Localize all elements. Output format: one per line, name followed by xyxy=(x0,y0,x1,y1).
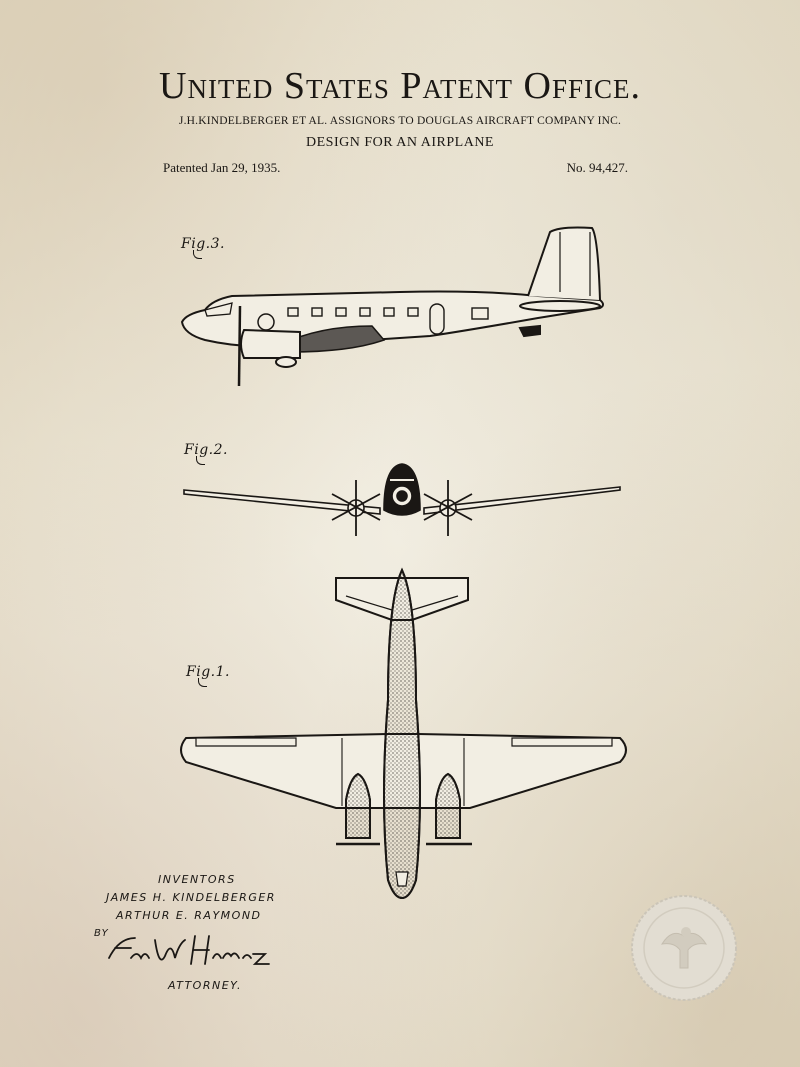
patent-office-title: United States Patent Office. xyxy=(159,65,641,107)
embossed-seal xyxy=(631,895,737,1001)
fig2-label: Fig.2. xyxy=(184,442,228,465)
right-propeller xyxy=(423,480,473,536)
patent-number: No. 94,427. xyxy=(566,160,628,175)
fig1-label: Fig.1. xyxy=(186,664,230,687)
front-view-airplane xyxy=(183,463,621,536)
inventors-heading: Inventors xyxy=(158,873,236,886)
side-view-airplane xyxy=(180,226,604,387)
top-view-airplane xyxy=(180,567,627,900)
attorney-label: Attorney. xyxy=(168,979,242,992)
patent-date: Patented Jan 29, 1935. xyxy=(163,160,281,175)
design-title: DESIGN FOR AN AIRPLANE xyxy=(306,135,494,150)
attorney-signature xyxy=(108,935,270,965)
fig3-label: Fig.3. xyxy=(181,236,225,259)
side-windows xyxy=(287,307,489,320)
inventor-name-2: Arthur E. Raymond xyxy=(116,909,262,922)
left-propeller xyxy=(331,480,381,536)
by-label: By xyxy=(94,928,109,939)
inventor-name-1: James H. Kindelberger xyxy=(106,891,276,904)
assignor-line: J.H.KINDELBERGER ET AL. ASSIGNORS TO DOU… xyxy=(178,115,622,127)
